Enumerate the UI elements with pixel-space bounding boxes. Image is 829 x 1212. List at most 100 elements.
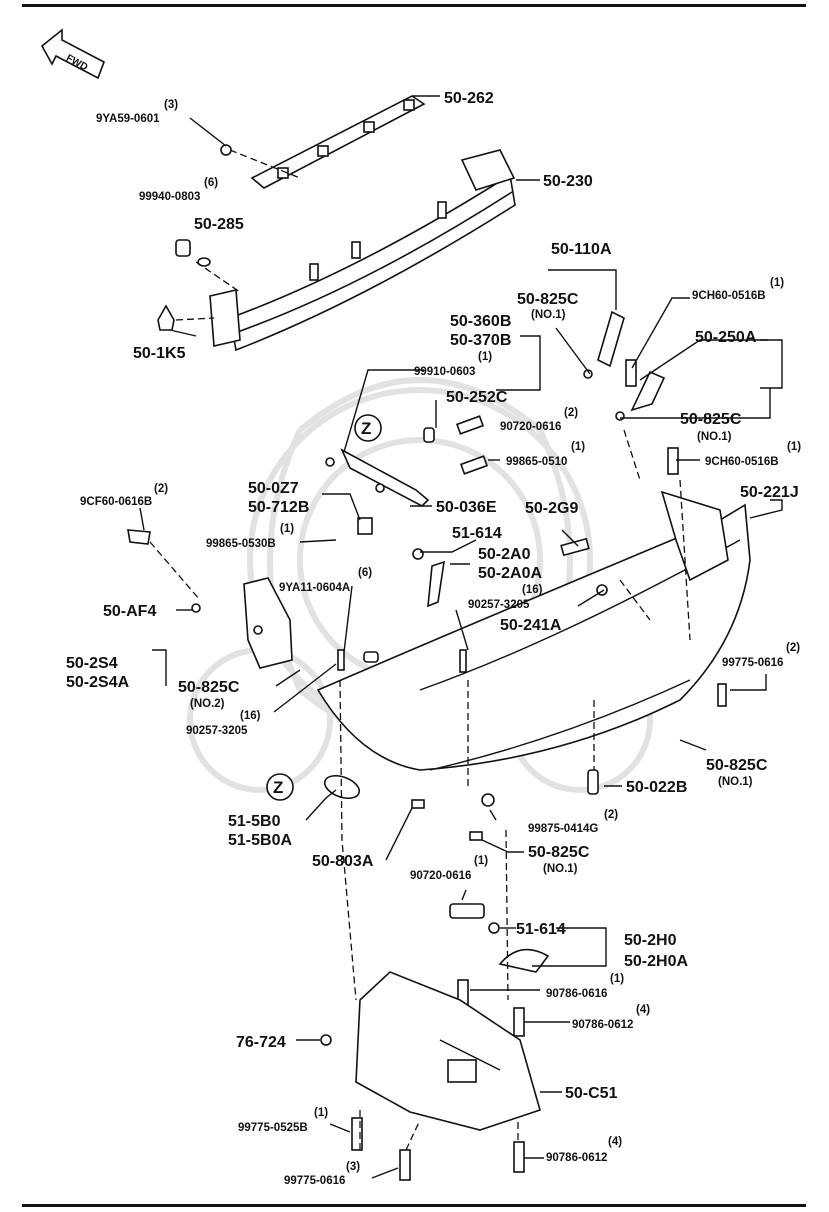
part-label-50-2h0: 50-2H0 [624,932,677,949]
part-label-50-2s4: 50-2S4 [66,655,118,672]
part-label-90720-0616-a: 90720-0616 [500,421,561,433]
part-qty-99940-0803: (6) [204,177,218,189]
zone-marker-lower: Z [266,773,294,801]
part-qty-9ya59-0601: (3) [164,99,178,111]
assembly-lines [149,149,691,1151]
part-qty-90786-0612-a: (4) [636,1004,650,1016]
part-label-9ya59-0601: 9YA59-0601 [96,113,160,125]
part-label-50-360b: 50-360B [450,313,511,330]
part-label-99865-0530b: 99865-0530B [206,538,276,550]
part-label-51-5b0: 51-5B0 [228,813,281,830]
part-qty-50-825c-a: (NO.1) [531,309,566,321]
part-label-9ya11-0604a: 9YA11-0604A [279,582,350,594]
part-label-90786-0612-a: 90786-0612 [572,1019,633,1031]
part-label-90257-3205-b: 90257-3205 [186,725,248,737]
part-label-99940-0803: 99940-0803 [139,191,200,203]
under-cover-part [355,971,541,1131]
part-label-99775-0616-b: 99775-0616 [284,1175,345,1187]
part-label-99875-0414g: 99875-0414G [528,823,598,835]
zone-marker-upper-label: Z [361,419,371,438]
leader-lines [139,95,783,1179]
hardware-top-left [157,144,232,331]
zone-marker-upper: Z [354,414,382,442]
absorber-bracket-part [250,95,426,189]
part-label-50-712b: 50-712B [248,499,309,516]
part-label-50-af4: 50-AF4 [103,603,156,620]
part-label-90257-3205-a: 90257-3205 [468,599,530,611]
part-qty-99910-0603: (1) [478,351,492,363]
part-label-50-825c-e: 50-825C [528,844,590,861]
part-label-76-724: 76-724 [236,1034,286,1051]
part-label-50-2g9: 50-2G9 [525,500,578,517]
part-qty-99775-0616-b: (3) [346,1161,360,1173]
part-label-50-230: 50-230 [543,173,593,190]
part-qty-99865-0530b: (1) [280,523,294,535]
side-brackets-part [583,310,679,475]
part-label-50-370b: 50-370B [450,332,511,349]
part-label-9cf60-0616b: 9CF60-0616B [80,496,152,508]
center-bracket-part [325,415,489,535]
part-qty-90720-0616-a: (2) [564,407,578,419]
part-label-99775-0616-a: 99775-0616 [722,657,783,669]
part-label-50-241a: 50-241A [500,617,562,634]
zone-marker-lower-label: Z [273,778,283,797]
part-label-50-036e: 50-036E [436,499,497,516]
part-label-50-252c: 50-252C [446,389,508,406]
part-qty-9ch60-0516b-a: (1) [770,277,784,289]
part-label-90786-0612-b: 90786-0612 [546,1152,607,1164]
part-label-50-2h0a: 50-2H0A [624,953,688,970]
bumper-cover-part [316,490,751,771]
bumper-reinforcement-part [209,149,516,352]
part-qty-90786-0612-b: (4) [608,1136,622,1148]
part-qty-50-825c-b: (NO.1) [697,431,732,443]
part-label-50-2s4a: 50-2S4A [66,674,130,691]
part-qty-99775-0616-a: (2) [786,642,800,654]
part-label-51-614-b: 51-614 [516,921,566,938]
part-label-50-825c-a: 50-825C [517,291,579,308]
part-label-50-803a: 50-803A [312,853,374,870]
part-label-50-825c-b: 50-825C [680,411,742,428]
part-label-50-c51: 50-C51 [565,1085,618,1102]
part-qty-99775-0525b: (1) [314,1107,328,1119]
part-qty-99865-0510: (1) [571,441,585,453]
hardware-middle [323,537,727,841]
top-rule [22,4,806,7]
part-qty-50-825c-e: (NO.1) [543,863,578,875]
part-label-9ch60-0516b-b: 9CH60-0516B [705,456,779,468]
part-label-50-2a0: 50-2A0 [478,546,531,563]
side-bracket-left-part [127,529,293,669]
part-label-50-825c-c: 50-825C [178,679,240,696]
part-label-50-262: 50-262 [444,90,494,107]
part-qty-90257-3205-a: (16) [522,584,543,596]
forward-arrow-icon: FWD [40,28,105,80]
part-label-9ch60-0516b-a: 9CH60-0516B [692,290,766,302]
part-label-50-825c-d: 50-825C [706,757,768,774]
part-qty-90720-0616-b: (1) [474,855,488,867]
part-label-99775-0525b: 99775-0525B [238,1122,308,1134]
part-qty-50-825c-d: (NO.1) [718,776,753,788]
part-qty-90786-0616: (1) [610,973,624,985]
part-labels: 50-262 (3) 9YA59-0601 50-230 (6) 99940-0… [66,90,801,1187]
part-label-50-285: 50-285 [194,216,244,233]
part-label-50-1k5: 50-1K5 [133,345,186,362]
part-qty-9ch60-0516b-b: (1) [787,441,801,453]
part-label-50-0z7: 50-0Z7 [248,480,299,497]
part-label-50-250a: 50-250A [695,329,757,346]
part-label-99910-0603: 99910-0603 [414,366,475,378]
part-label-51-5b0a: 51-5B0A [228,832,292,849]
part-qty-90257-3205-b: (16) [240,710,261,722]
part-qty-9cf60-0616b: (2) [154,483,168,495]
part-qty-50-825c-c: (NO.2) [190,698,225,710]
part-qty-99875-0414g: (2) [604,809,618,821]
part-label-50-022b: 50-022B [626,779,687,796]
part-qty-9ya11-0604a: (6) [358,567,372,579]
part-label-50-221j: 50-221J [740,484,799,501]
part-label-50-2a0a: 50-2A0A [478,565,542,582]
part-label-51-614-a: 51-614 [452,525,502,542]
bottom-rule [22,1204,806,1207]
part-label-90786-0616: 90786-0616 [546,988,607,1000]
part-label-99865-0510: 99865-0510 [506,456,567,468]
part-label-90720-0616-b: 90720-0616 [410,870,471,882]
part-label-50-110a: 50-110A [551,241,612,258]
